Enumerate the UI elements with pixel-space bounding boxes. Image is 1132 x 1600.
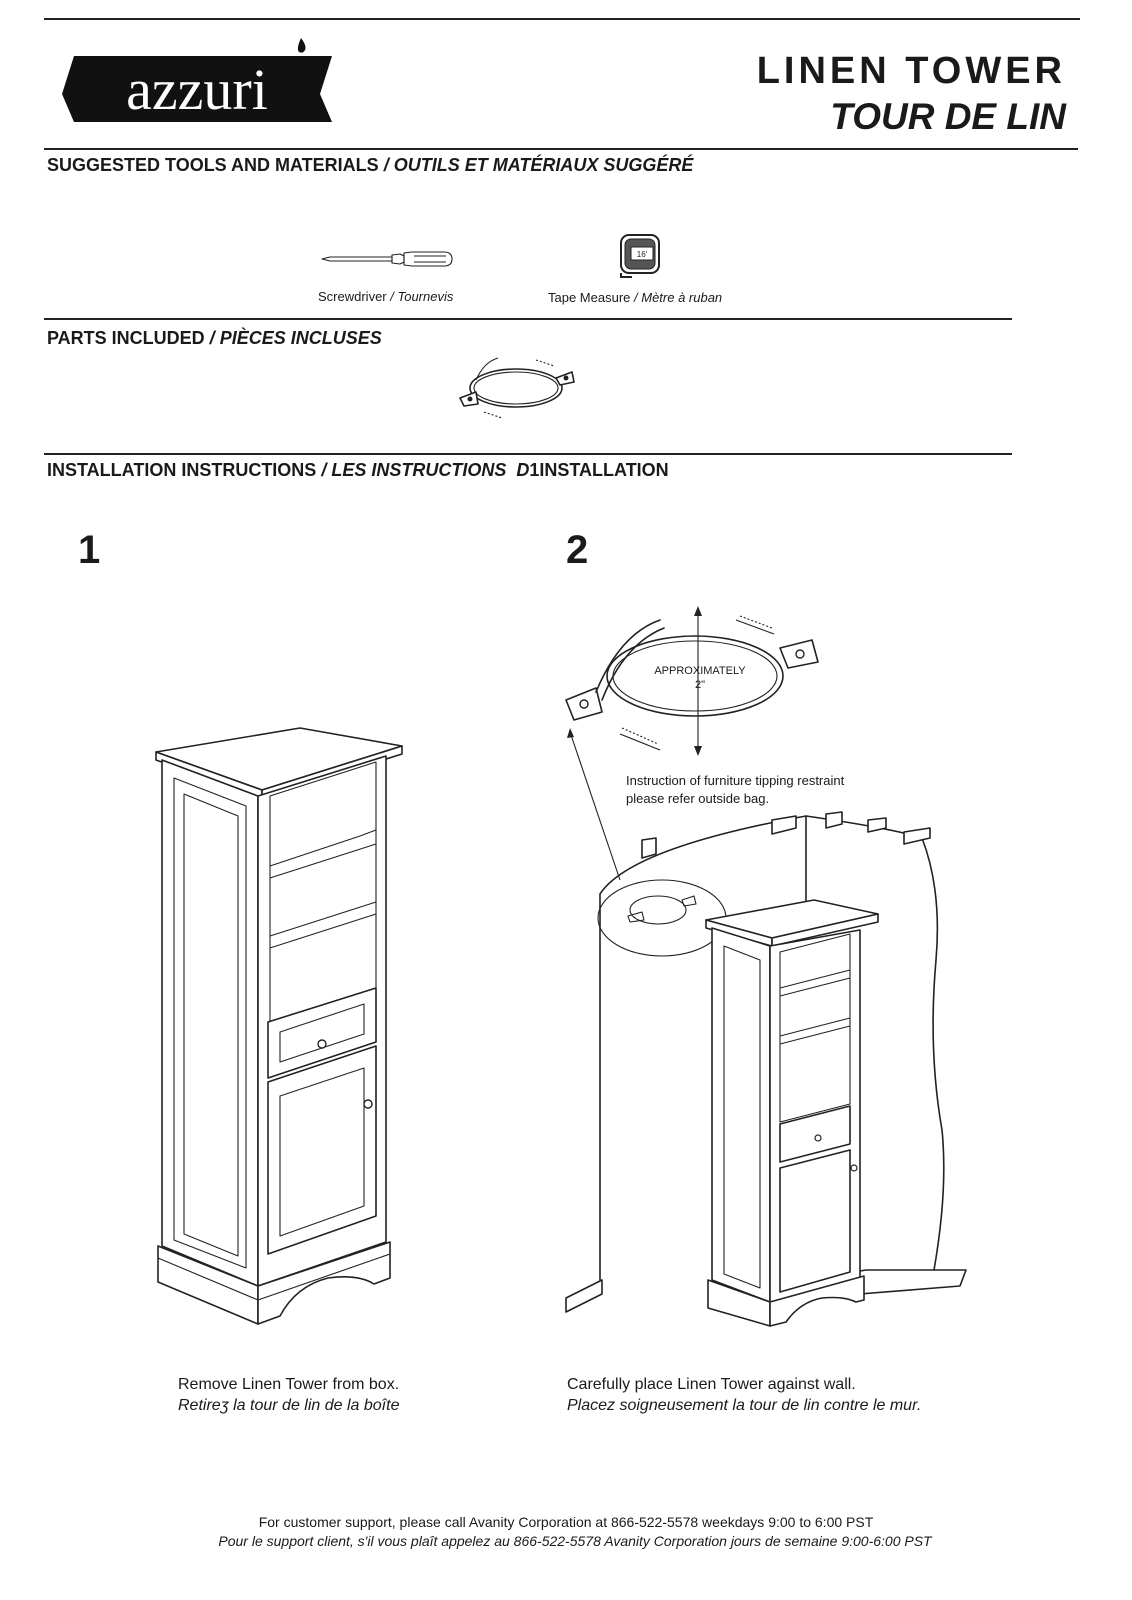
tipping-restraint-kit-icon <box>456 352 580 428</box>
tools-rule <box>44 318 1012 320</box>
step-2-instruction: Carefully place Linen Tower against wall… <box>567 1374 921 1416</box>
section-heading-tools: SUGGESTED TOOLS AND MATERIALS / OUTILS E… <box>47 155 694 175</box>
footer-english: For customer support, please call Avanit… <box>258 1514 874 1530</box>
screwdriver-icon <box>320 244 460 274</box>
step-2-restraint-callout <box>560 604 830 764</box>
step-2-wall-placement-illustration <box>560 720 980 1330</box>
section-heading-parts: PARTS INCLUDED / PIÈCES INCLUSES <box>47 328 382 348</box>
step-2-number: 2 <box>566 528 589 572</box>
parts-rule <box>44 453 1012 455</box>
step-1-number: 1 <box>78 528 101 572</box>
step-1-text-fr: Retireʒ la tour de lin de la boîte <box>178 1397 400 1414</box>
tape-measure-icon: 16' <box>618 232 662 278</box>
step-1-linen-tower-illustration <box>150 726 410 1326</box>
approximately-text: APPROXIMATELY <box>654 665 746 677</box>
section-heading-installation: INSTALLATION INSTRUCTIONS / LES INSTRUCT… <box>47 460 669 480</box>
customer-support-footer: For customer support, please call Avanit… <box>0 1513 1132 1551</box>
step-1-text-en: Remove Linen Tower from box. <box>178 1376 400 1393</box>
svg-text:16': 16' <box>637 250 648 259</box>
title-french: TOUR DE LIN <box>830 96 1066 137</box>
approximately-label: APPROXIMATELY 2" <box>640 664 760 692</box>
azzuri-logo: azzuri <box>60 36 340 132</box>
tape-measure-caption: Tape Measure / Mètre à ruban <box>548 290 723 305</box>
title-english: LINEN TOWER <box>756 50 1066 92</box>
step-1-instruction: Remove Linen Tower from box. Retireʒ la … <box>178 1374 399 1416</box>
restraint-note-line-1: Instruction of furniture tipping restrai… <box>626 773 845 788</box>
approximately-value: 2" <box>694 679 706 691</box>
top-rule <box>44 18 1080 20</box>
restraint-note: Instruction of furniture tipping restrai… <box>626 772 844 808</box>
restraint-note-line-2: please refer outside bag. <box>626 791 770 806</box>
svg-text:azzuri: azzuri <box>126 57 268 122</box>
step-2-text-en: Carefully place Linen Tower against wall… <box>567 1376 856 1393</box>
step-2-text-fr: Placez soigneusement la tour de lin cont… <box>567 1397 922 1414</box>
screwdriver-caption: Screwdriver / Tournevis <box>318 289 454 304</box>
footer-french: Pour le support client, s'il vous plaît … <box>218 1533 932 1549</box>
header-rule <box>44 148 1078 150</box>
